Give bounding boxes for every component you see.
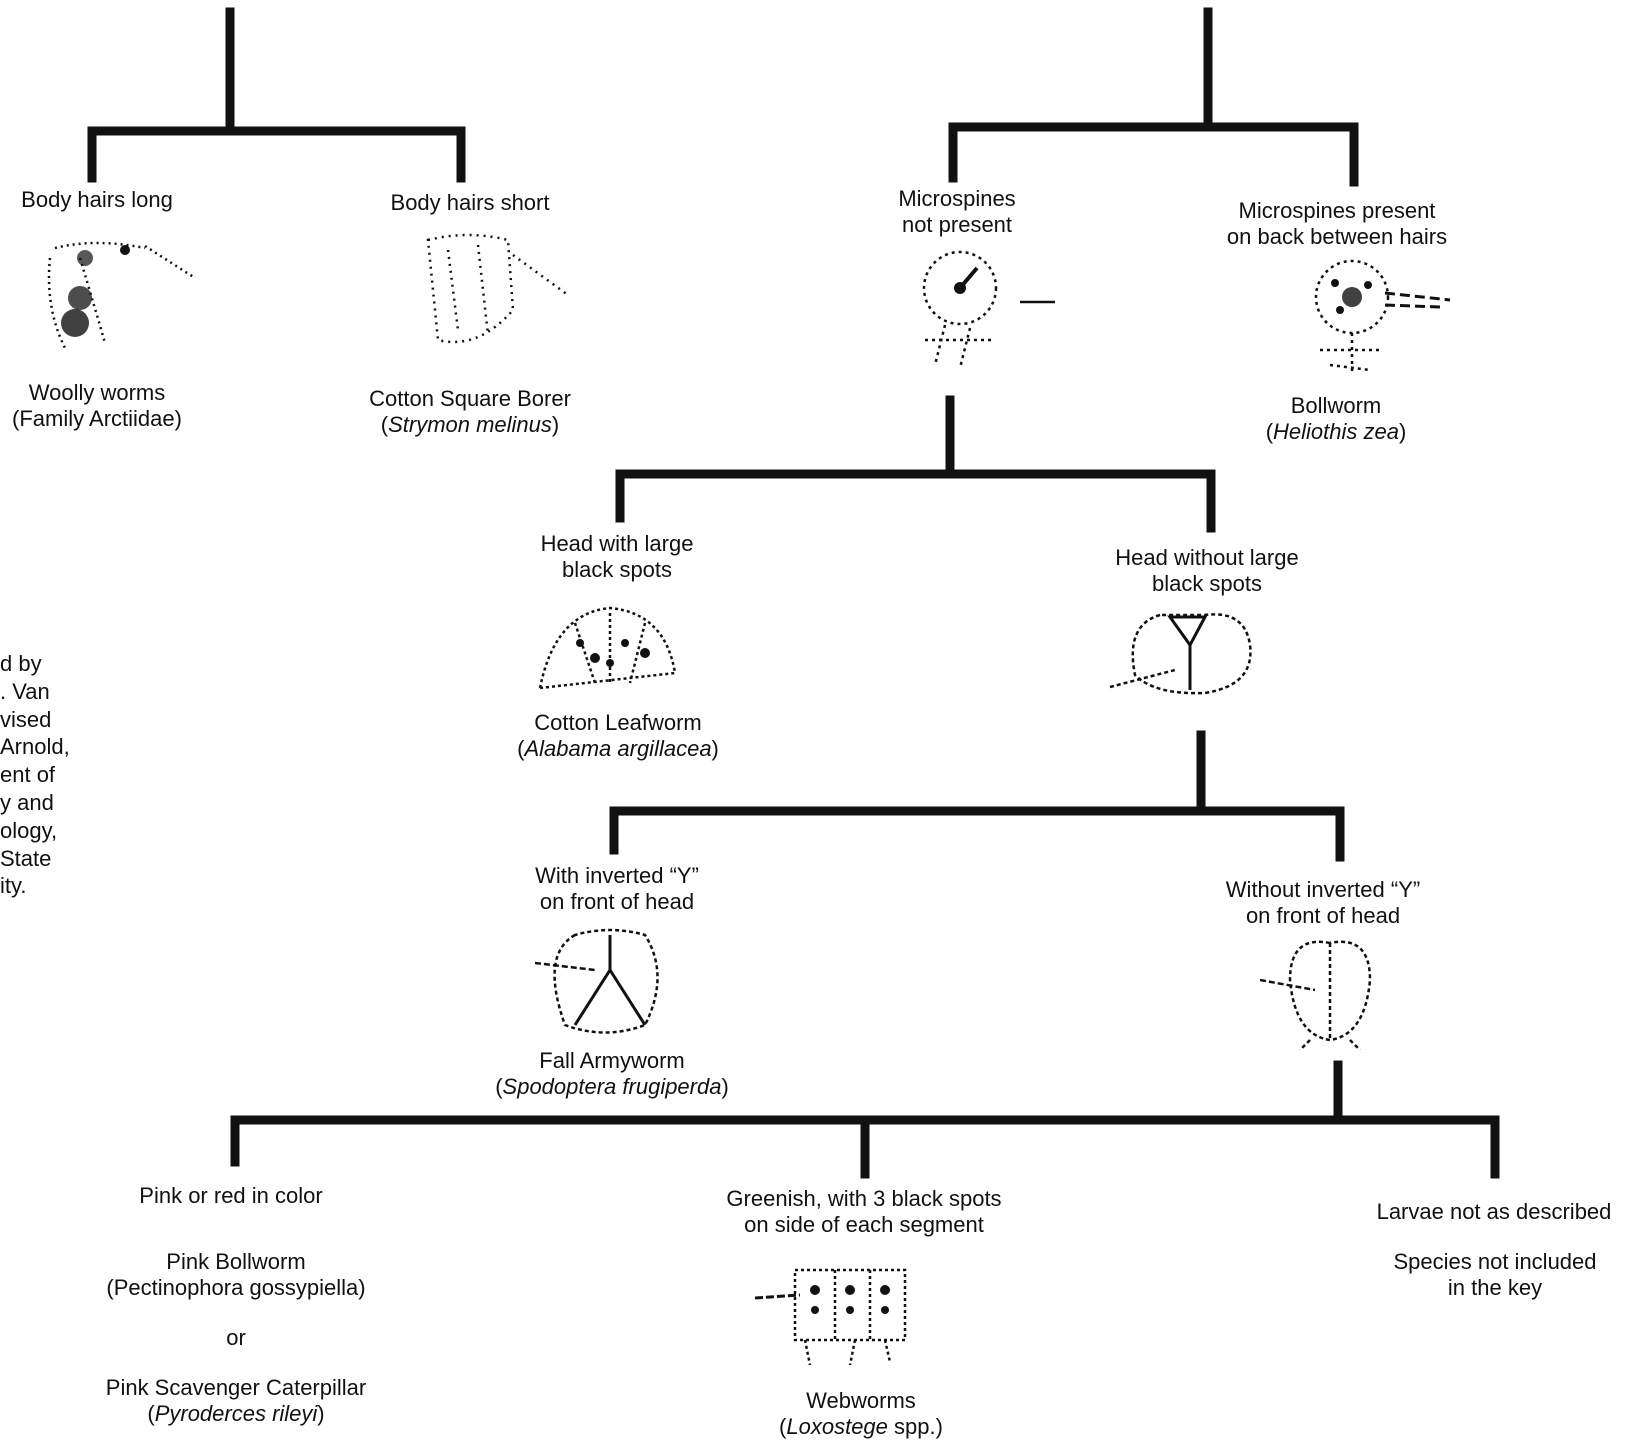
node-label-line: Without inverted “Y” <box>1225 877 1421 902</box>
species-scientific-name: Pyroderces rileyi <box>154 1401 318 1426</box>
node-microspines-present: Microspines present on back between hair… <box>1227 198 1447 250</box>
species-scientific-name: Spodoptera frugiperda <box>502 1074 722 1099</box>
species-scientific-line: (Spodoptera frugiperda) <box>495 1074 729 1099</box>
species-scientific-line: (Loxostege spp.) <box>779 1414 943 1439</box>
credit-line: Arnold, <box>0 734 70 760</box>
credit-line: . Van <box>0 678 50 704</box>
cotton-leafworm-head-illustration <box>538 606 677 690</box>
species-cotton-square-borer: Cotton Square Borer (Strymon melinus) <box>369 386 571 438</box>
species-scientific-name: Loxostege <box>786 1414 888 1439</box>
species-scientific-name: Heliothis zea <box>1273 419 1399 444</box>
node-label-line: on side of each segment <box>744 1212 984 1237</box>
head-without-y-illustration <box>1260 940 1372 1050</box>
fall-armyworm-head-illustration <box>535 928 659 1034</box>
node-label: Larvae not as described <box>1376 1199 1612 1224</box>
node-head-no-large-spots: Head without large black spots <box>1115 545 1298 597</box>
node-label-line: on front of head <box>1245 903 1401 928</box>
microspines-absent-illustration <box>922 250 1055 369</box>
node-not-described: Larvae not as described <box>1377 1199 1612 1225</box>
node-label-line: black spots <box>1151 571 1263 596</box>
species-webworms: Webworms (Loxostege spp.) <box>779 1388 943 1440</box>
species-scientific-line: (Strymon melinus) <box>380 412 560 437</box>
species-common-name: Bollworm <box>1290 393 1382 418</box>
species-pink-bollworm: Pink Bollworm (Pectinophora gossypiella) <box>106 1249 365 1301</box>
node-label-line: Microspines present <box>1238 198 1436 223</box>
node-microspines-not-present: Microspines not present <box>898 186 1015 238</box>
node-label-line: not present <box>901 212 1013 237</box>
node-label: Pink or red in color <box>139 1183 323 1208</box>
species-common-name: Fall Armyworm <box>539 1048 685 1073</box>
node-head-large-spots: Head with large black spots <box>541 531 694 583</box>
species-scientific-line: (Alabama argillacea) <box>517 736 719 761</box>
node-label: Body hairs long <box>21 187 173 212</box>
species-bollworm: Bollworm (Heliothis zea) <box>1266 393 1407 445</box>
webworm-illustration <box>755 1268 907 1366</box>
species-common-name: Pink Bollworm <box>166 1249 306 1274</box>
or-connector-text: or <box>226 1325 246 1351</box>
species-common-name: Webworms <box>806 1388 916 1413</box>
connector <box>948 122 1359 187</box>
node-label-line: With inverted “Y” <box>535 863 699 888</box>
species-woolly-worms: Woolly worms (Family Arctiidae) <box>12 380 182 432</box>
node-label: Body hairs short <box>390 190 550 215</box>
node-greenish: Greenish, with 3 black spots on side of … <box>726 1186 1001 1238</box>
node-pink-red: Pink or red in color <box>139 1183 322 1209</box>
species-pink-scavenger: Pink Scavenger Caterpillar (Pyroderces r… <box>106 1375 366 1427</box>
species-common-name: Cotton Square Borer <box>369 386 571 411</box>
head-without-spots-illustration <box>1109 613 1252 695</box>
species-label-line: Species not included <box>1393 1249 1597 1274</box>
species-label-line: in the key <box>1447 1275 1543 1300</box>
connector <box>609 806 1345 862</box>
node-label-line: Greenish, with 3 black spots <box>726 1186 1002 1211</box>
node-label-line: Head with large <box>540 531 694 556</box>
bollworm-microspines-illustration <box>1314 259 1451 375</box>
species-scientific-name: Strymon melinus <box>388 412 552 437</box>
credit-text: d by . Van vised Arnold, ent of y and ol… <box>0 650 70 900</box>
credit-line: d by <box>0 651 42 676</box>
credit-line: State <box>0 845 52 871</box>
node-label-line: on front of head <box>539 889 695 914</box>
node-body-hairs-short: Body hairs short <box>391 190 550 216</box>
species-common-name: Pink Scavenger Caterpillar <box>105 1375 367 1400</box>
node-label-line: Head without large <box>1115 545 1299 570</box>
species-scientific-name: (Pectinophora gossypiella) <box>106 1275 366 1300</box>
node-no-inverted-y: Without inverted “Y” on front of head <box>1226 877 1420 929</box>
credit-line: ology, <box>0 817 58 843</box>
cotton-square-borer-illustration <box>426 233 569 344</box>
or-word: or <box>226 1325 246 1350</box>
node-label-line: on back between hairs <box>1226 224 1448 249</box>
credit-line: ity. <box>0 873 27 899</box>
species-scientific-line: (Heliothis zea) <box>1265 419 1407 444</box>
node-label-line: Microspines <box>898 186 1016 211</box>
connector <box>87 126 466 183</box>
credit-line: vised <box>0 706 52 732</box>
species-common-name: Cotton Leafworm <box>534 710 702 735</box>
credit-line: ent of <box>0 762 56 788</box>
credit-line: y and <box>0 789 54 815</box>
species-family: (Family Arctiidae) <box>12 406 182 431</box>
node-label-line: black spots <box>561 557 673 582</box>
woolly-worm-illustration <box>47 241 196 349</box>
connector <box>615 469 1216 533</box>
species-common-name: Woolly worms <box>28 380 166 405</box>
node-inverted-y: With inverted “Y” on front of head <box>535 863 699 915</box>
node-body-hairs-long: Body hairs long <box>21 187 173 213</box>
species-scientific-line: (Pyroderces rileyi) <box>147 1401 325 1426</box>
species-scientific-name: Alabama argillacea <box>524 736 712 761</box>
species-cotton-leafworm: Cotton Leafworm (Alabama argillacea) <box>517 710 719 762</box>
species-fall-armyworm: Fall Armyworm (Spodoptera frugiperda) <box>495 1048 729 1100</box>
species-not-included: Species not included in the key <box>1393 1249 1596 1301</box>
